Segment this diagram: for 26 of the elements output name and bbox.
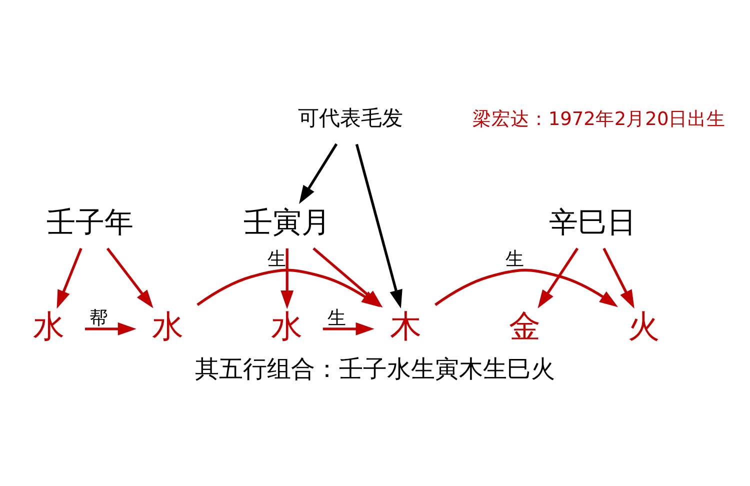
edge-label: 生 <box>268 249 287 270</box>
edge-label: 帮 <box>90 308 109 329</box>
arrow <box>84 322 136 336</box>
node-text: 壬寅月 <box>244 204 331 239</box>
arrow <box>280 248 294 310</box>
arrow <box>602 248 634 309</box>
node-text: 金 <box>509 309 542 346</box>
arrow <box>538 248 579 308</box>
arrow <box>56 248 82 309</box>
node-text: 辛巳日 <box>548 204 636 239</box>
arrow <box>106 248 154 308</box>
caption: 其五行组合：壬子水生寅木生巳火 <box>195 355 555 384</box>
node-text: 水 <box>271 309 304 346</box>
node-text: 可代表毛发 <box>298 105 404 130</box>
node-text: 壬子年 <box>46 204 134 239</box>
edge-label: 生 <box>327 308 346 329</box>
node-text: 水 <box>33 309 66 346</box>
node-text: 水 <box>152 309 184 346</box>
arrow <box>322 322 374 336</box>
arrow <box>299 143 338 204</box>
label: 梁宏达：1972年2月20日出生 <box>472 108 726 130</box>
arrow <box>434 268 618 308</box>
edge-label: 生 <box>506 249 525 270</box>
arrow <box>196 268 380 308</box>
node-text: 火 <box>628 309 660 346</box>
node-text: 木 <box>390 309 422 346</box>
